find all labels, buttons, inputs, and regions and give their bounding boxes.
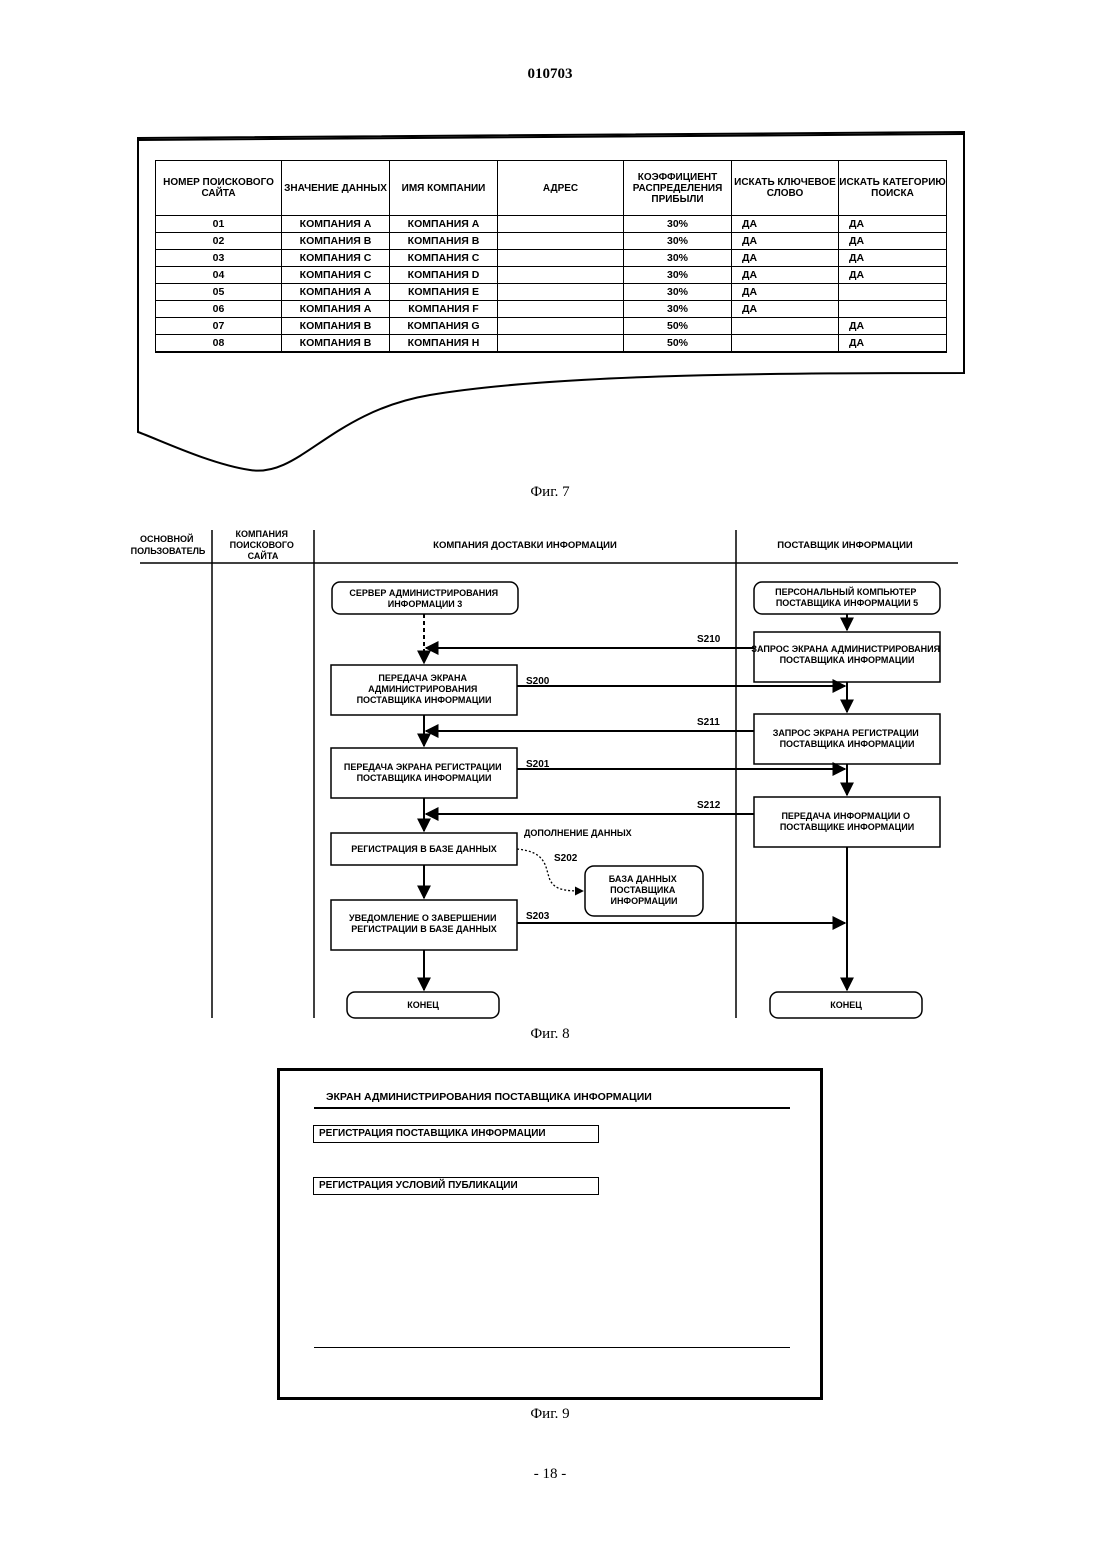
- bottom-divider: [314, 1347, 790, 1348]
- fig8-caption: Фиг. 8: [0, 1026, 1100, 1043]
- box-completion-notice-label: УВЕДОМЛЕНИЕ О ЗАВЕРШЕНИИ РЕГИСТРАЦИИ В Б…: [349, 913, 499, 934]
- box-reg-screen-transfer-label: ПЕРЕДАЧА ЭКРАНА РЕГИСТРАЦИИ ПОСТАВЩИКА И…: [344, 762, 504, 783]
- provider-registration-button[interactable]: РЕГИСТРАЦИЯ ПОСТАВЩИКА ИНФОРМАЦИИ: [313, 1125, 599, 1143]
- title-divider: [314, 1107, 790, 1109]
- step-label-s201: S201: [526, 759, 550, 770]
- step-label-s212: S212: [697, 800, 721, 811]
- fig9-caption: Фиг. 9: [0, 1406, 1100, 1423]
- data-addition-label: ДОПОЛНЕНИЕ ДАННЫХ: [524, 828, 632, 838]
- lane-delivery-company: КОМПАНИЯ ДОСТАВКИ ИНФОРМАЦИИ: [433, 540, 617, 551]
- fig9-screen-frame: ЭКРАН АДМИНИСТРИРОВАНИЯ ПОСТАВЩИКА ИНФОР…: [277, 1068, 823, 1400]
- step-label-s200: S200: [526, 676, 550, 687]
- step-label-s211: S211: [697, 717, 720, 728]
- box-provider-info-transfer-label: ПЕРЕДАЧА ИНФОРМАЦИИ О ПОСТАВЩИКЕ ИНФОРМА…: [780, 811, 914, 832]
- publication-terms-registration-button[interactable]: РЕГИСТРАЦИЯ УСЛОВИЙ ПУБЛИКАЦИИ: [313, 1177, 599, 1195]
- step-label-s210: S210: [697, 634, 721, 645]
- lane-provider: ПОСТАВЩИК ИНФОРМАЦИИ: [777, 540, 913, 551]
- page-number: - 18 -: [0, 1466, 1100, 1483]
- box-admin-screen-request-label: ЗАПРОС ЭКРАНА АДМИНИСТРИРОВАНИЯ ПОСТАВЩИ…: [751, 644, 942, 665]
- lane-search-site: КОМПАНИЯ ПОИСКОВОГО САЙТА: [230, 529, 297, 561]
- lane-main-user: ОСНОВНОЙ ПОЛЬЗОВАТЕЛЬ: [131, 533, 206, 556]
- box-provider-db-label: БАЗА ДАННЫХ ПОСТАВЩИКА ИНФОРМАЦИИ: [609, 874, 680, 906]
- box-admin-server: [332, 582, 518, 614]
- screen-title: ЭКРАН АДМИНИСТРИРОВАНИЯ ПОСТАВЩИКА ИНФОР…: [326, 1091, 652, 1103]
- box-db-registration-label: РЕГИСТРАЦИЯ В БАЗЕ ДАННЫХ: [351, 844, 497, 854]
- step-label-s203: S203: [526, 911, 550, 922]
- step-label-s202: S202: [554, 853, 578, 864]
- box-end-right-label: КОНЕЦ: [830, 1000, 862, 1010]
- box-end-left-label: КОНЕЦ: [407, 1000, 439, 1010]
- box-reg-screen-request-label: ЗАПРОС ЭКРАНА РЕГИСТРАЦИИ ПОСТАВЩИКА ИНФ…: [773, 728, 922, 749]
